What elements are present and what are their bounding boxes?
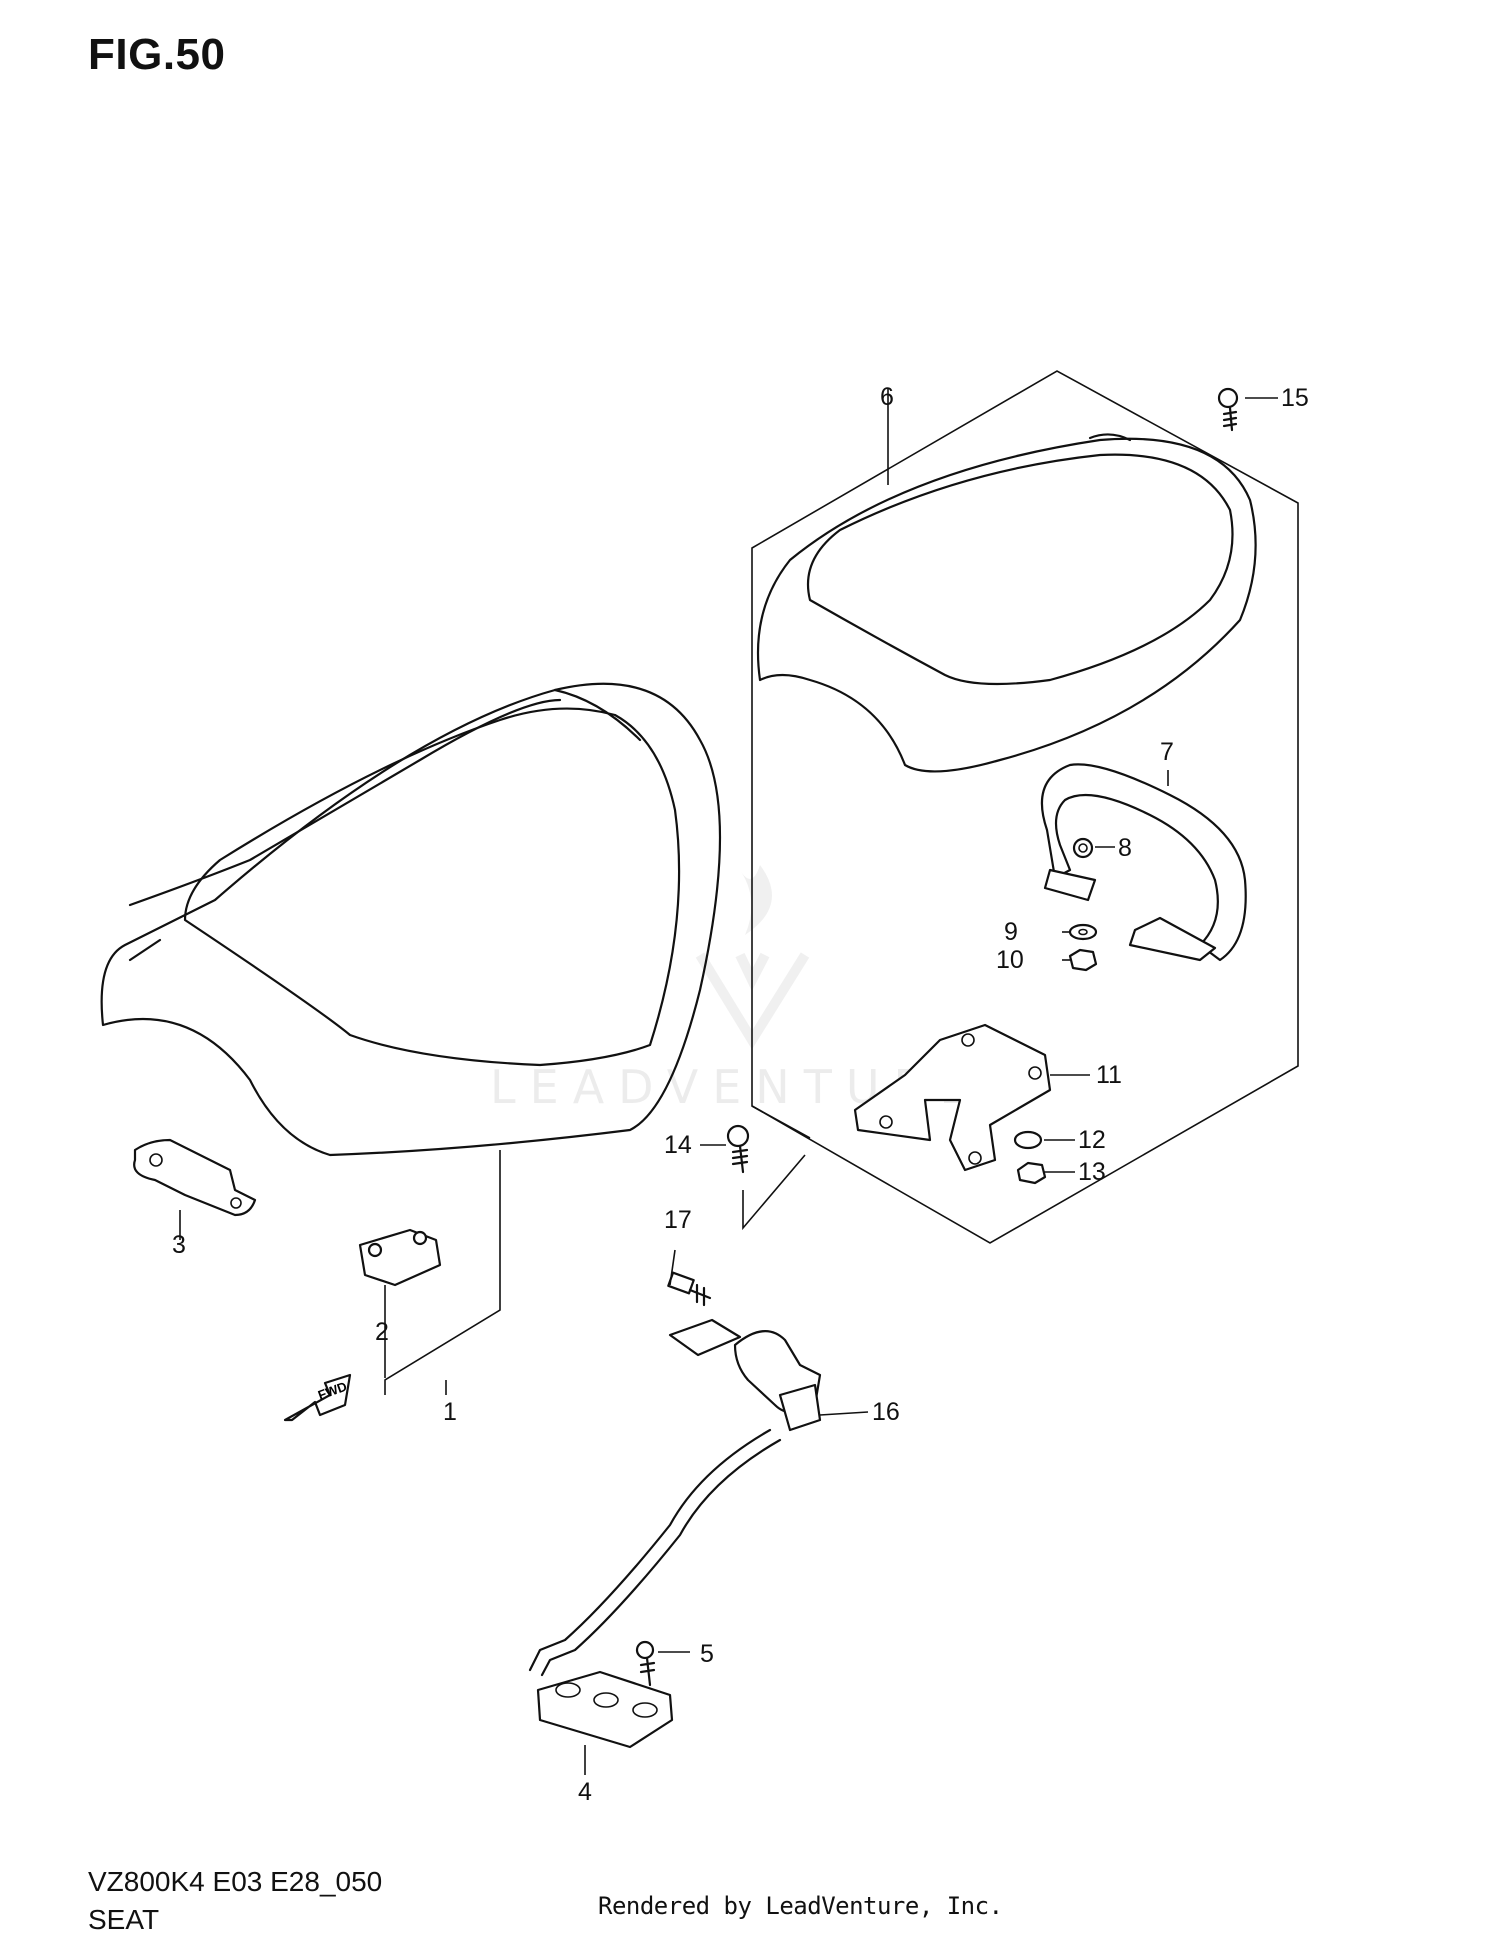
callout-11: 11 (1096, 1061, 1122, 1089)
callout-labels: 1 2 3 4 5 6 7 8 9 10 11 12 13 14 15 16 1… (172, 383, 1309, 1806)
seat-bracket (853, 1023, 1052, 1172)
leader-lines (179, 388, 1169, 1395)
seat-strap (1040, 763, 1247, 962)
callout-12: 12 (1078, 1126, 1106, 1154)
callout-14: 14 (664, 1131, 692, 1159)
rear-seat-group-outline (751, 370, 1299, 1244)
callout-7: 7 (1160, 738, 1174, 766)
callout-1: 1 (443, 1398, 457, 1426)
callout-5: 5 (700, 1640, 714, 1668)
callout-15: 15 (1281, 384, 1309, 412)
front-seat (100, 682, 722, 1157)
callout-2: 2 (375, 1318, 389, 1346)
section-name: SEAT (88, 1904, 160, 1935)
callout-16: 16 (872, 1398, 900, 1426)
seat-mount-parts (133, 1138, 442, 1287)
model-code: VZ800K4 E03 E28_050 (88, 1866, 383, 1897)
lock-plate (536, 1640, 674, 1775)
callout-4: 4 (578, 1778, 592, 1806)
forward-direction-arrow: FWD (283, 1373, 352, 1422)
callout-6: 6 (880, 383, 894, 411)
callout-9: 9 (1004, 918, 1018, 946)
bolt-17 (667, 1271, 712, 1307)
render-credit: Rendered by LeadVenture, Inc. (598, 1892, 1003, 1920)
callout-3: 3 (172, 1231, 186, 1259)
rear-seat (756, 433, 1257, 773)
callout-8: 8 (1118, 834, 1132, 862)
seat-lock-cable (528, 1318, 822, 1677)
callout-17: 17 (664, 1206, 692, 1234)
callout-leaders (658, 397, 1278, 1653)
figure-title: FIG.50 (88, 30, 226, 79)
callout-10: 10 (996, 946, 1024, 974)
callout-13: 13 (1078, 1158, 1106, 1186)
hardware-nuts (1013, 837, 1098, 1185)
bolts (726, 387, 1239, 1231)
